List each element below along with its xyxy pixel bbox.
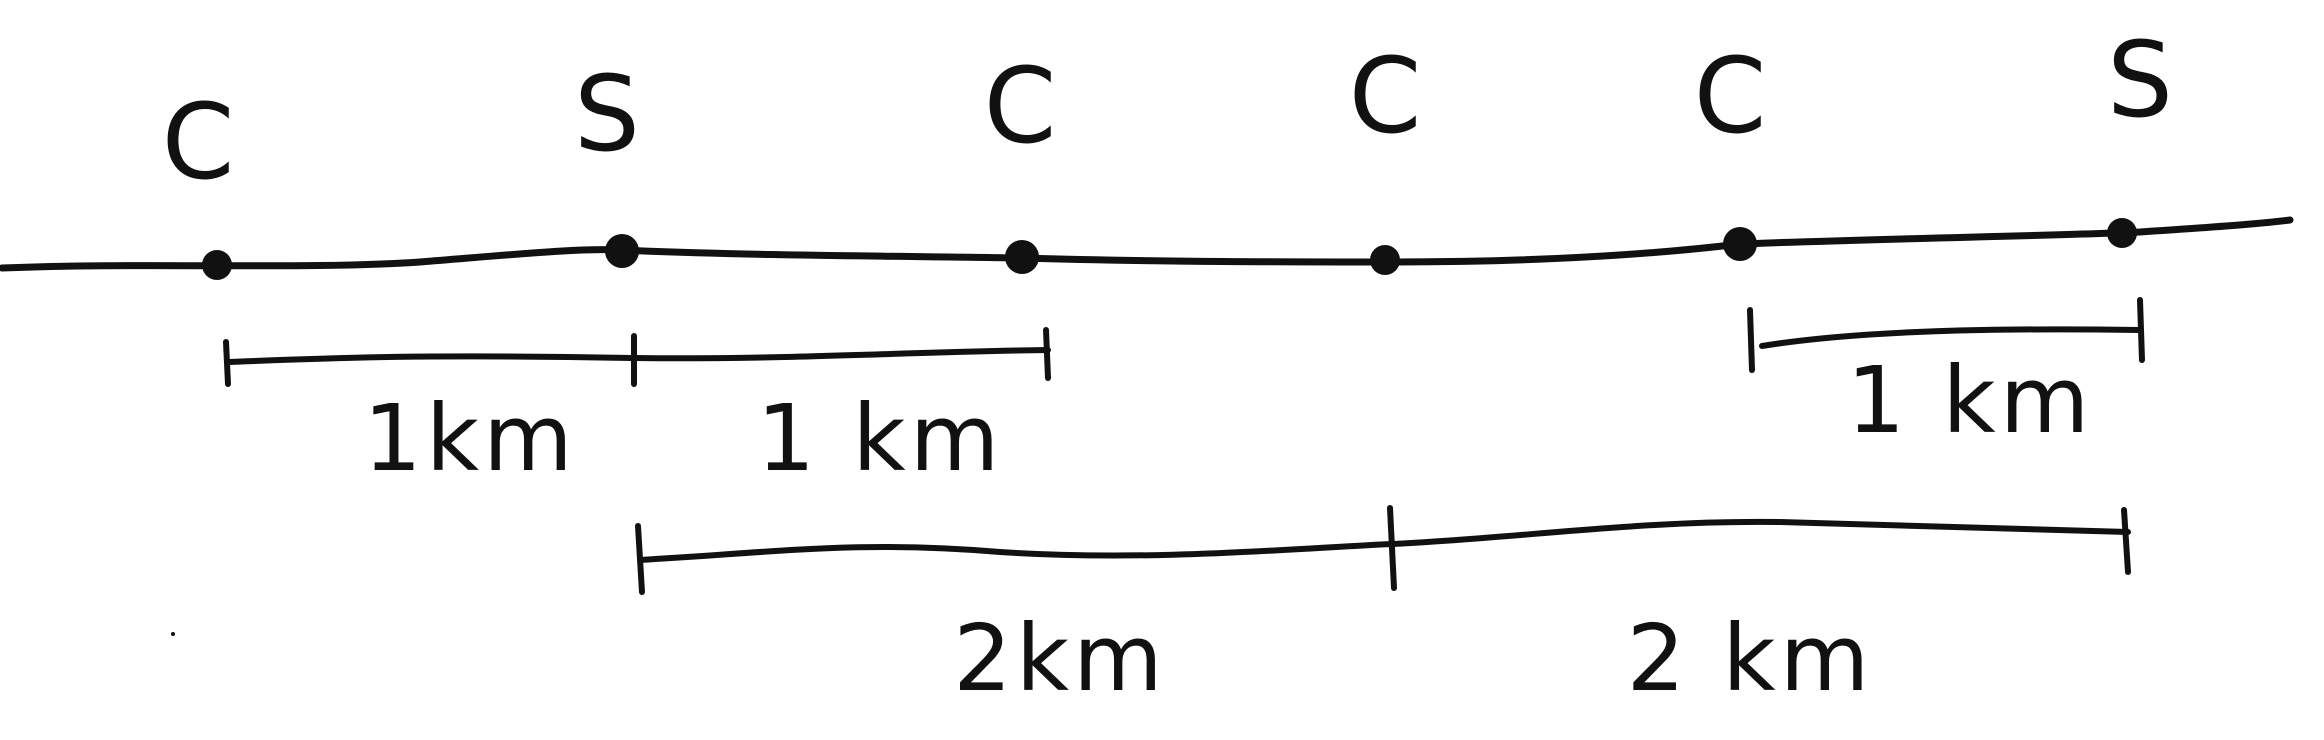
distance-label-3: 1 km <box>1847 347 2094 454</box>
point-label-3: C <box>984 45 1057 167</box>
point-label-1: C <box>162 81 235 203</box>
measure-bracket-2 <box>1747 297 2145 373</box>
distance-label-1: 1km <box>363 385 576 492</box>
point-label-5: C <box>1694 35 1767 157</box>
point-dot-3 <box>1005 240 1039 274</box>
measure-bracket-3 <box>635 505 2131 595</box>
point-label-4: C <box>1349 35 1422 157</box>
stray-dot <box>171 632 175 636</box>
main-line <box>0 216 2294 272</box>
point-dot-4 <box>1370 245 1400 275</box>
point-dot-2 <box>605 234 639 268</box>
point-label-6: S <box>2107 19 2173 141</box>
point-dot-5 <box>1723 227 1757 261</box>
point-label-2: S <box>574 53 640 175</box>
distance-label-5: 2 km <box>1627 605 1874 712</box>
distance-label-2: 1 km <box>757 385 1004 492</box>
measure-bracket-1 <box>223 327 1051 387</box>
point-dot-1 <box>202 250 232 280</box>
point-dot-6 <box>2107 218 2137 248</box>
distance-label-4: 2km <box>953 605 1166 712</box>
